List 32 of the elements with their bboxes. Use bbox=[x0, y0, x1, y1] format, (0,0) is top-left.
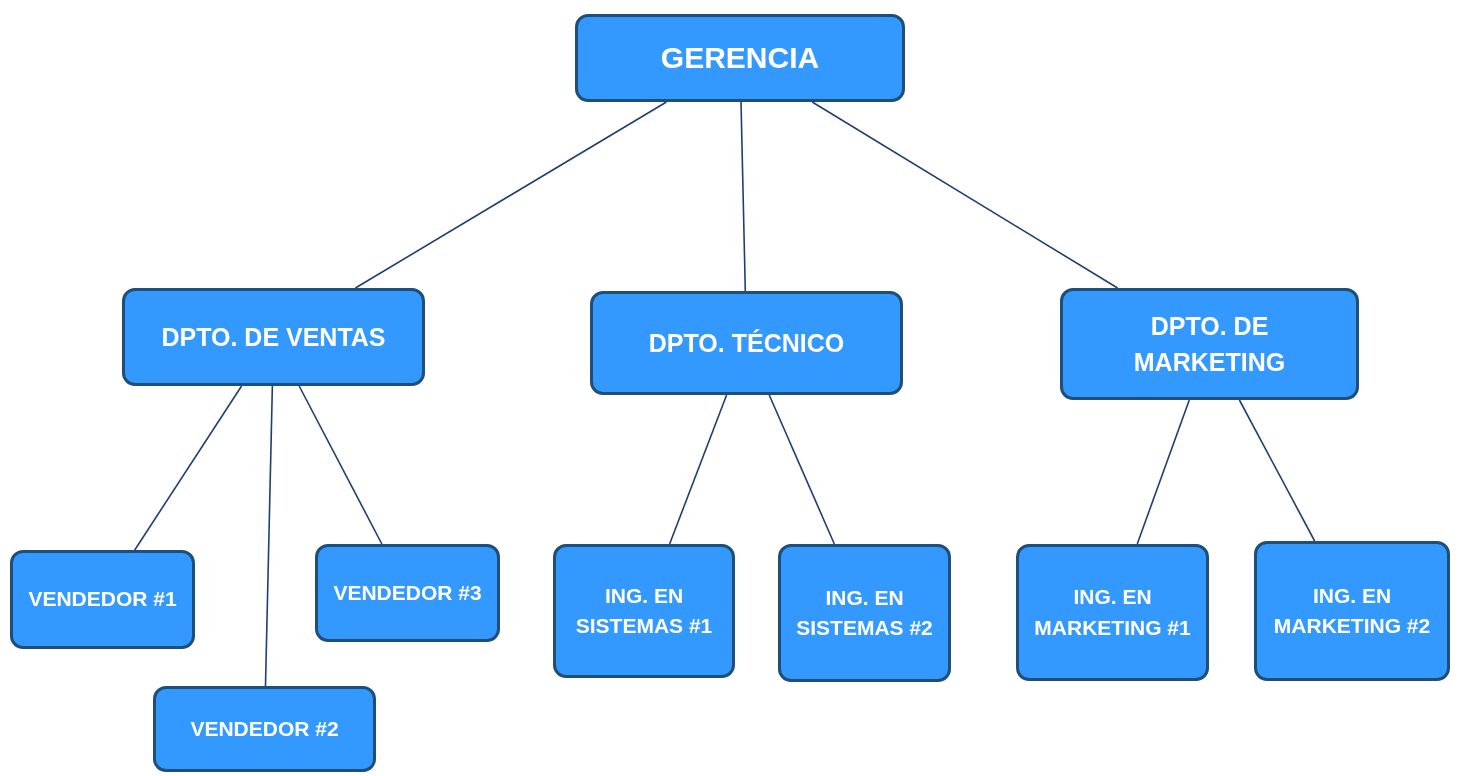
org-box bbox=[778, 544, 951, 682]
connector-line bbox=[298, 385, 383, 545]
org-box bbox=[122, 288, 425, 386]
org-box bbox=[10, 550, 195, 649]
box-label: GERENCIA bbox=[660, 40, 820, 77]
connector-line bbox=[1238, 399, 1316, 542]
box-label: VENDEDOR #3 bbox=[333, 579, 482, 606]
connector-line bbox=[811, 101, 1119, 289]
box-label: ING. EN MARKETING #2 bbox=[1272, 582, 1432, 639]
connector-line bbox=[768, 394, 836, 545]
org-box bbox=[575, 14, 905, 102]
connector-line bbox=[740, 101, 747, 292]
box-label: ING. EN SISTEMAS #2 bbox=[795, 584, 934, 641]
org-box bbox=[1016, 544, 1209, 681]
box-label: DPTO. DE MARKETING bbox=[1132, 310, 1287, 378]
box-label: VENDEDOR #2 bbox=[190, 715, 339, 742]
org-box bbox=[553, 544, 735, 678]
connector-line bbox=[668, 394, 728, 545]
box-label: DPTO. TÉCNICO bbox=[648, 327, 845, 359]
connector-line bbox=[354, 101, 668, 289]
connector-line bbox=[1136, 399, 1191, 545]
box-label: ING. EN MARKETING #1 bbox=[1033, 584, 1192, 641]
box-label: VENDEDOR #1 bbox=[28, 586, 177, 613]
org-box bbox=[153, 686, 376, 772]
org-box bbox=[1254, 541, 1450, 681]
org-box bbox=[590, 291, 903, 395]
box-label: DPTO. DE VENTAS bbox=[161, 321, 386, 353]
box-label: ING. EN SISTEMAS #1 bbox=[574, 582, 714, 639]
connector-line bbox=[264, 385, 274, 687]
org-box bbox=[315, 544, 500, 642]
org-box bbox=[1060, 288, 1359, 400]
connector-line bbox=[133, 385, 243, 551]
